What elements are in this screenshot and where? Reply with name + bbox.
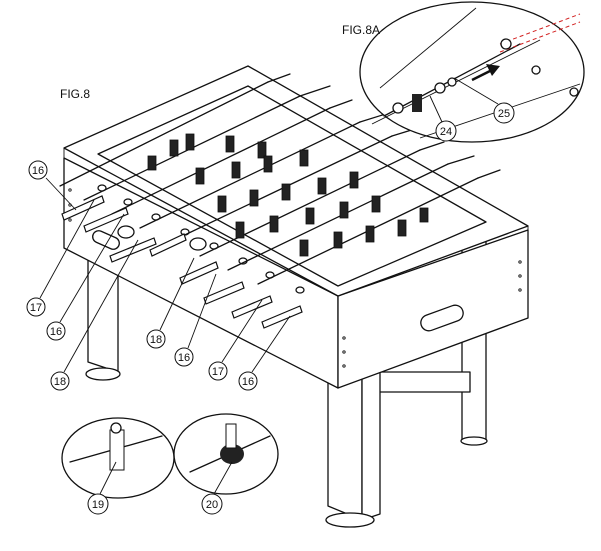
svg-text:16: 16 xyxy=(242,376,254,388)
end-panel-bolts xyxy=(68,188,522,368)
callout-24: 24 xyxy=(429,95,457,142)
svg-text:18: 18 xyxy=(54,376,66,388)
svg-text:25: 25 xyxy=(498,108,510,120)
callout-17-a: 17 xyxy=(26,199,95,317)
callout-19: 19 xyxy=(87,461,117,515)
callout-16-d: 16 xyxy=(238,315,291,391)
callout-16-b: 16 xyxy=(46,213,125,341)
back-right-foot xyxy=(460,436,488,446)
front-right-foot xyxy=(325,512,375,528)
callout-25: 25 xyxy=(453,77,515,124)
callout-20: 20 xyxy=(201,461,233,515)
svg-text:18: 18 xyxy=(150,334,162,346)
svg-text:17: 17 xyxy=(212,366,224,378)
detail-20 xyxy=(173,413,279,495)
player-figures xyxy=(147,133,429,257)
ball-return-slot xyxy=(420,304,464,332)
insert-path-line xyxy=(499,13,581,45)
rod-handles xyxy=(61,195,303,329)
side-handle-slot xyxy=(92,230,120,250)
svg-text:24: 24 xyxy=(440,126,452,138)
callout-18-a: 18 xyxy=(50,239,139,391)
player-rods xyxy=(59,73,501,285)
svg-text:16: 16 xyxy=(178,352,190,364)
callouts: 16 17 16 18 18 16 17 xyxy=(26,77,515,515)
rod-bearing-holes xyxy=(97,184,305,294)
front-right-leg-side xyxy=(361,369,381,521)
detail-fig-8a: FIG.8A xyxy=(342,1,585,143)
foosball-table xyxy=(59,65,529,528)
svg-text:16: 16 xyxy=(32,165,44,177)
callout-17-b: 17 xyxy=(208,299,263,381)
fig-8a-label: FIG.8A xyxy=(342,23,380,37)
front-left-foot xyxy=(85,367,121,381)
svg-text:20: 20 xyxy=(206,499,218,511)
svg-text:19: 19 xyxy=(92,499,104,511)
detail-19 xyxy=(61,417,175,499)
callout-16-a: 16 xyxy=(28,160,77,211)
detail-circle xyxy=(359,1,585,143)
svg-text:16: 16 xyxy=(50,326,62,338)
callout-18-b: 18 xyxy=(146,257,195,349)
callout-16-c: 16 xyxy=(174,273,217,367)
svg-text:17: 17 xyxy=(30,302,42,314)
leg-stretcher xyxy=(377,371,471,393)
playfield xyxy=(97,85,487,287)
fig-8-label: FIG.8 xyxy=(60,87,90,101)
insert-arrow xyxy=(471,64,500,82)
